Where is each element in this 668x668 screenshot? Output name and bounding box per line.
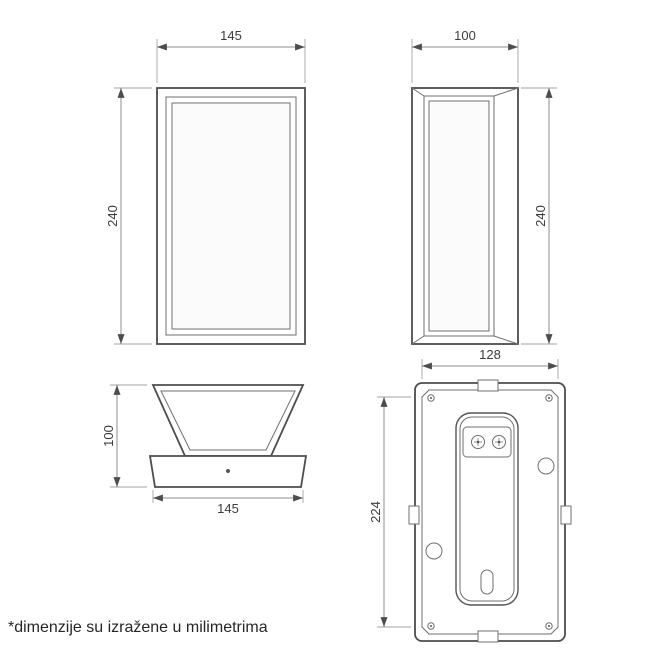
back-left-tab bbox=[408, 505, 420, 525]
dim-label-back-width: 128 bbox=[479, 347, 501, 362]
terminal-screw bbox=[471, 435, 485, 449]
side-inner-frame bbox=[423, 95, 495, 337]
dim-label-top-width: 145 bbox=[217, 501, 239, 516]
dim-front-width: 145 bbox=[156, 28, 306, 83]
top-wedge-inner bbox=[160, 390, 296, 451]
side-bevel-line bbox=[493, 335, 519, 345]
corner-screw bbox=[545, 622, 553, 630]
dim-label-side-depth: 100 bbox=[454, 28, 476, 43]
screw-dot bbox=[430, 397, 432, 399]
dim-label-top-depth: 100 bbox=[101, 425, 116, 447]
side-bevel-line bbox=[411, 87, 425, 97]
side-bevel-line bbox=[493, 87, 519, 97]
front-view: 145 240 bbox=[105, 28, 306, 345]
back-right-tab bbox=[560, 505, 572, 525]
dim-side-depth: 100 bbox=[411, 28, 519, 83]
side-glass-panel bbox=[428, 100, 490, 332]
screw-dot bbox=[497, 440, 501, 444]
dim-side-height: 240 bbox=[521, 87, 557, 345]
screw-dot bbox=[548, 397, 550, 399]
front-glass-panel bbox=[171, 102, 291, 330]
side-view: 100 240 bbox=[411, 28, 557, 345]
cable-knockout-left bbox=[425, 542, 443, 560]
mounting-bracket bbox=[455, 412, 519, 606]
dim-label-front-width: 145 bbox=[220, 28, 242, 43]
units-footnote: *dimenzije su izražene u milimetrima bbox=[8, 619, 268, 636]
back-bottom-tab bbox=[477, 630, 499, 643]
dim-label-back-height: 224 bbox=[368, 501, 383, 523]
front-mid-frame bbox=[165, 96, 297, 336]
top-screw-dot bbox=[226, 469, 230, 473]
side-bevel-line bbox=[411, 335, 425, 345]
dim-top-width: 145 bbox=[152, 490, 304, 516]
dim-back-width: 128 bbox=[421, 347, 559, 379]
corner-screw bbox=[427, 622, 435, 630]
cable-knockout-right bbox=[537, 457, 555, 475]
screw-dot bbox=[548, 625, 550, 627]
dim-top-depth: 100 bbox=[101, 384, 147, 488]
back-top-tab bbox=[477, 379, 499, 392]
terminal-block bbox=[462, 426, 512, 458]
corner-screw bbox=[427, 394, 435, 402]
terminal-screw bbox=[492, 435, 506, 449]
top-view: 100 145 bbox=[101, 384, 308, 516]
corner-screw bbox=[545, 394, 553, 402]
screw-dot bbox=[430, 625, 432, 627]
dim-front-height: 240 bbox=[105, 87, 152, 345]
dim-label-side-height: 240 bbox=[533, 205, 548, 227]
back-inner-outline bbox=[421, 389, 559, 635]
screw-dot bbox=[476, 440, 480, 444]
dim-label-front-height: 240 bbox=[105, 205, 120, 227]
dim-back-height: 224 bbox=[368, 396, 411, 628]
back-view: 128 224 bbox=[368, 347, 572, 643]
bracket-slot bbox=[480, 569, 494, 595]
mounting-bracket-inner bbox=[459, 416, 515, 602]
